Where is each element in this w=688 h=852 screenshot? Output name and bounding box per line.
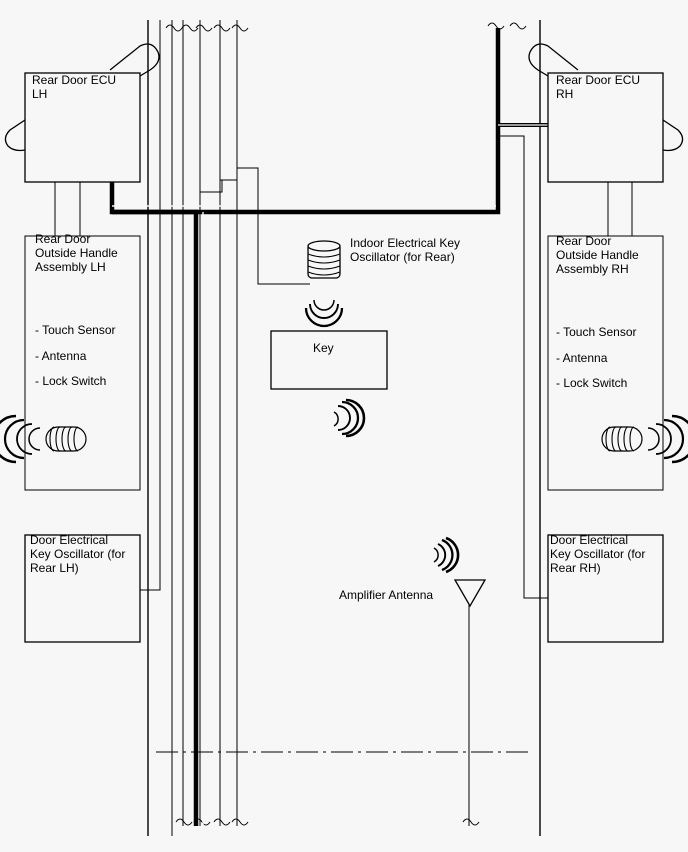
svg-text:Key Oscillator (for: Key Oscillator (for bbox=[550, 547, 645, 561]
body-lines bbox=[147, 20, 541, 836]
svg-text:Assembly RH: Assembly RH bbox=[556, 262, 629, 276]
key-box: Key bbox=[270, 330, 388, 390]
indoor-osc-label-2: Oscillator (for Rear) bbox=[350, 250, 455, 264]
osc-lh-label-2: Key Oscillator (for bbox=[30, 547, 125, 561]
handle-lh-label-1: Rear Door bbox=[35, 232, 90, 246]
svg-text:- Lock Switch: - Lock Switch bbox=[35, 374, 106, 388]
handle-rh-label-3: Assembly RH bbox=[556, 262, 629, 276]
svg-text:- Antenna: - Antenna bbox=[556, 351, 608, 365]
svg-text:Door Electrical: Door Electrical bbox=[550, 533, 628, 547]
ecu-lh-label-1: Rear Door ECU bbox=[32, 73, 116, 87]
handle-rh-label-1: Rear Door bbox=[556, 234, 611, 248]
svg-text:Outside Handle: Outside Handle bbox=[35, 246, 118, 260]
osc-rh-box: Door Electrical Key Oscillator (for Rear… bbox=[547, 533, 664, 643]
svg-text:Key Oscillator (for: Key Oscillator (for bbox=[30, 547, 125, 561]
svg-text:- Antenna: - Antenna bbox=[35, 349, 87, 363]
osc-rh-label-3: Rear RH) bbox=[550, 561, 601, 575]
signal-waves-rh-icon bbox=[647, 414, 688, 464]
svg-text:LH: LH bbox=[32, 87, 47, 101]
svg-text:Rear Door: Rear Door bbox=[556, 234, 611, 248]
svg-text:- Lock Switch: - Lock Switch bbox=[556, 376, 627, 390]
amp-antenna-label: Amplifier Antenna bbox=[339, 588, 433, 602]
ecu-rh-label-1: Rear Door ECU bbox=[556, 73, 640, 87]
door-outline-rh bbox=[528, 43, 684, 152]
svg-text:Rear RH): Rear RH) bbox=[550, 561, 601, 575]
handle-lh-label-2: Outside Handle bbox=[35, 246, 118, 260]
svg-text:Rear Door ECU: Rear Door ECU bbox=[556, 73, 640, 87]
handle-rh-lock-switch: - Lock Switch bbox=[556, 376, 627, 390]
amplifier-antenna-icon bbox=[453, 579, 487, 608]
osc-rh-label-2: Key Oscillator (for bbox=[550, 547, 645, 561]
handle-lh-box: Rear Door Outside Handle Assembly LH - T… bbox=[24, 232, 141, 491]
handle-rh-touch-sensor: - Touch Sensor bbox=[556, 325, 637, 339]
handle-lh-touch-sensor: - Touch Sensor bbox=[35, 323, 116, 337]
handle-lh-label-3: Assembly LH bbox=[35, 260, 106, 274]
bus-wires bbox=[109, 28, 548, 826]
door-outline-lh bbox=[4, 43, 160, 152]
osc-lh-box: Door Electrical Key Oscillator (for Rear… bbox=[24, 533, 141, 643]
osc-rh-label-1: Door Electrical bbox=[550, 533, 628, 547]
svg-text:Amplifier Antenna: Amplifier Antenna bbox=[339, 588, 433, 602]
osc-lh-label-3: Rear LH) bbox=[30, 561, 79, 575]
svg-text:Rear Door: Rear Door bbox=[35, 232, 90, 246]
handle-rh-antenna: - Antenna bbox=[556, 351, 608, 365]
svg-text:RH: RH bbox=[556, 87, 573, 101]
indoor-osc-label-1: Indoor Electrical Key bbox=[350, 236, 460, 250]
signal-waves-key-icon bbox=[333, 398, 366, 438]
svg-text:Rear Door ECU: Rear Door ECU bbox=[32, 73, 116, 87]
signal-waves-lh-icon bbox=[0, 414, 41, 464]
ecu-rh-box: Rear Door ECU RH bbox=[547, 72, 664, 183]
handle-lh-lock-switch: - Lock Switch bbox=[35, 374, 106, 388]
osc-lh-label-1: Door Electrical bbox=[30, 533, 108, 547]
coil-rh-icon bbox=[601, 426, 643, 452]
handle-rh-box: Rear Door Outside Handle Assembly RH - T… bbox=[547, 234, 664, 491]
handle-rh-label-2: Outside Handle bbox=[556, 248, 639, 262]
thin-wires bbox=[54, 20, 633, 826]
svg-text:Assembly LH: Assembly LH bbox=[35, 260, 106, 274]
signal-waves-indoor-icon bbox=[304, 299, 344, 328]
svg-text:Oscillator (for Rear): Oscillator (for Rear) bbox=[350, 250, 455, 264]
signal-waves-amp-icon bbox=[433, 536, 460, 574]
svg-text:Door Electrical: Door Electrical bbox=[30, 533, 108, 547]
svg-text:Outside Handle: Outside Handle bbox=[556, 248, 639, 262]
svg-text:Key: Key bbox=[313, 341, 334, 355]
ecu-rh-label-2: RH bbox=[556, 87, 573, 101]
handle-lh-antenna: - Antenna bbox=[35, 349, 87, 363]
indoor-oscillator-icon bbox=[307, 240, 341, 279]
svg-text:Rear LH): Rear LH) bbox=[30, 561, 79, 575]
coil-lh-icon bbox=[45, 426, 87, 452]
break-marks bbox=[165, 22, 527, 826]
ecu-lh-label-2: LH bbox=[32, 87, 47, 101]
key-label: Key bbox=[313, 341, 334, 355]
ecu-lh-box: Rear Door ECU LH bbox=[24, 72, 141, 183]
svg-text:- Touch Sensor: - Touch Sensor bbox=[556, 325, 637, 339]
svg-text:Indoor Electrical Key: Indoor Electrical Key bbox=[350, 236, 460, 250]
svg-text:- Touch Sensor: - Touch Sensor bbox=[35, 323, 116, 337]
